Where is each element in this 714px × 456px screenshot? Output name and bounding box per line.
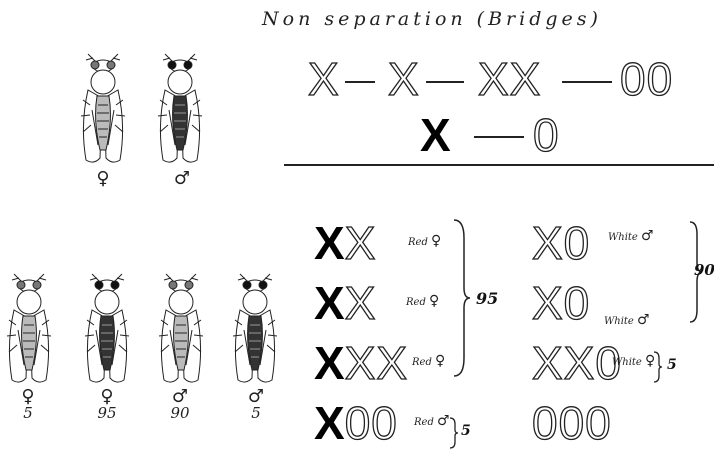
parent-male-fly (155, 50, 205, 170)
egg-xx: XX (478, 56, 541, 102)
offspring-female-95-fly (82, 270, 132, 390)
genotype-row-4: X00 (314, 400, 398, 446)
left-single-brace (448, 416, 460, 450)
eye-label: Red ♀ (412, 353, 445, 369)
right-single-brace (652, 350, 664, 384)
right-group-count: 90 (694, 261, 714, 279)
divider-line (284, 164, 714, 166)
eye-label: Red ♀ (406, 293, 439, 309)
genotype-row-7: XX0 (532, 340, 622, 386)
formula-dash (345, 81, 375, 83)
offspring-count: 95 (87, 404, 127, 422)
sperm-x: X (420, 112, 451, 158)
eye-label: White ♂ (608, 228, 654, 244)
egg-00: 00 (620, 56, 673, 102)
formula-dash (474, 136, 524, 138)
diagram-title: Non separation (Bridges) (262, 8, 602, 30)
eye-label: White ♂ (604, 312, 650, 328)
offspring-count: 5 (8, 404, 48, 422)
genotype-row-6: X0 (532, 280, 590, 326)
parent-female-sex: ♀ (83, 168, 123, 189)
paternal-x: X (345, 280, 377, 326)
eye-label: Red ♂ (414, 413, 450, 429)
paternal-00: 00 (345, 400, 398, 446)
maternal-x: X (314, 400, 345, 446)
parent-x-chromosome-2: X (388, 56, 420, 102)
offspring-male-90-fly (156, 270, 206, 390)
genotype-row-2: XX (314, 280, 376, 326)
parent-x-chromosome-1: X (308, 56, 340, 102)
right-single-count: 5 (667, 357, 677, 373)
offspring-female-5-fly (4, 270, 54, 390)
genotype-row-5: X0 (532, 220, 590, 266)
genotype-row-1: XX (314, 220, 376, 266)
paternal-xx: XX (345, 340, 408, 386)
maternal-x: X (314, 280, 345, 326)
left-group-count: 95 (476, 289, 498, 308)
offspring-male-5-fly (230, 270, 280, 390)
maternal-x: X (314, 220, 345, 266)
genotype-row-3: XXX (314, 340, 408, 386)
parent-female-fly (78, 50, 128, 170)
left-group-brace (452, 218, 472, 378)
eye-label: Red ♀ (408, 233, 441, 249)
sperm-0: 0 (533, 112, 560, 158)
genotype-row-8: 000 (532, 400, 612, 446)
maternal-x: X (314, 340, 345, 386)
parent-male-sex: ♂ (162, 168, 202, 189)
formula-dash (562, 81, 612, 83)
formula-dash (426, 81, 464, 83)
left-single-count: 5 (461, 423, 471, 439)
eye-label: White ♀ (612, 353, 655, 369)
offspring-count: 5 (236, 404, 276, 422)
offspring-count: 90 (160, 404, 200, 422)
paternal-x: X (345, 220, 377, 266)
